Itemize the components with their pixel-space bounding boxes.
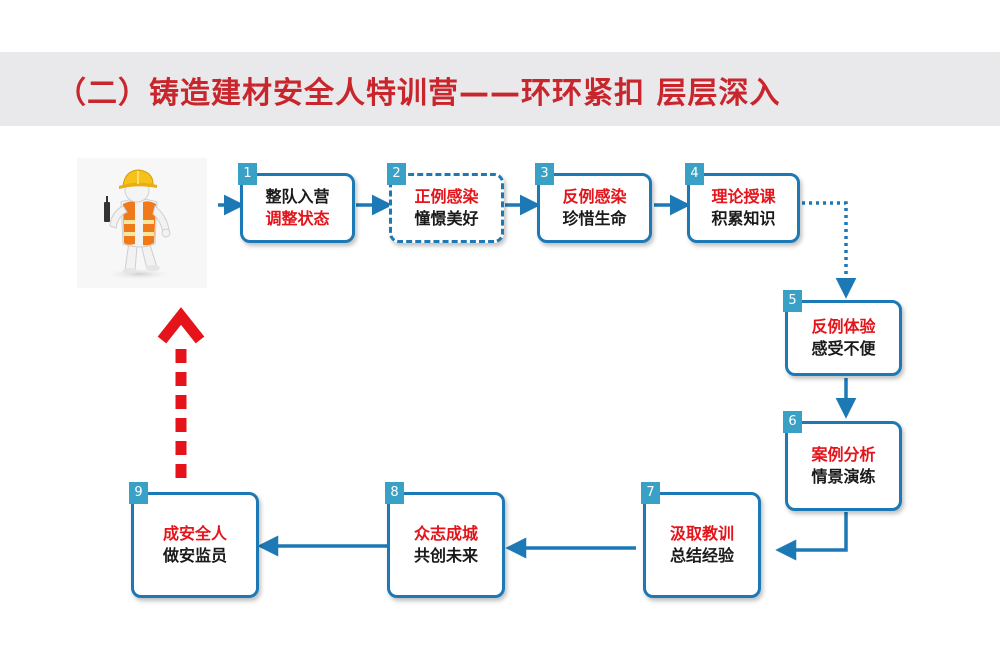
step-number-badge: 8 xyxy=(385,482,404,504)
step-subtitle: 做安监员 xyxy=(162,546,227,565)
step-title: 成安全人 xyxy=(162,524,227,543)
step-title: 理论授课 xyxy=(711,187,776,206)
step-subtitle: 感受不便 xyxy=(811,339,876,358)
arrow-6-to-7 xyxy=(775,512,848,561)
step-node-3: 3 反例感染 珍惜生命 xyxy=(535,163,652,243)
step-node-6: 6 案例分析 情景演练 xyxy=(783,411,902,511)
step-subtitle: 珍惜生命 xyxy=(562,209,627,228)
step-number-badge: 6 xyxy=(783,411,802,433)
step-subtitle: 憧憬美好 xyxy=(414,209,479,228)
step-title: 汲取教训 xyxy=(669,524,734,543)
step-number-badge: 1 xyxy=(238,163,257,185)
step-number-badge: 2 xyxy=(387,163,406,185)
step-title: 反例体验 xyxy=(811,317,876,336)
step-number-badge: 4 xyxy=(685,163,704,185)
step-title: 案例分析 xyxy=(811,445,876,464)
step-node-9: 9 成安全人 做安监员 xyxy=(129,482,259,598)
arrow-4-to-5 xyxy=(802,201,857,299)
step-subtitle: 积累知识 xyxy=(711,209,776,228)
step-title: 反例感染 xyxy=(562,187,627,206)
step-node-5: 5 反例体验 感受不便 xyxy=(783,290,902,376)
step-node-7: 7 汲取教训 总结经验 xyxy=(641,482,761,598)
step-node-4: 4 理论授课 积累知识 xyxy=(685,163,800,243)
step-number-badge: 3 xyxy=(535,163,554,185)
step-number-badge: 9 xyxy=(129,482,148,504)
construction-worker-icon xyxy=(77,158,207,288)
step-title: 整队入营 xyxy=(265,187,330,206)
step-node-2: 2 正例感染 憧憬美好 xyxy=(387,163,504,243)
step-title: 正例感染 xyxy=(414,187,479,206)
step-title: 众志成城 xyxy=(413,524,478,543)
title-band xyxy=(0,52,1000,126)
arrow-9-to-worker xyxy=(157,307,205,478)
step-node-8: 8 众志成城 共创未来 xyxy=(385,482,505,598)
page-title: （二）铸造建材安全人特训营——环环紧扣 层层深入 xyxy=(56,76,781,111)
step-subtitle: 总结经验 xyxy=(669,546,734,565)
step-number-badge: 7 xyxy=(641,482,660,504)
step-subtitle: 调整状态 xyxy=(265,209,330,228)
step-subtitle: 共创未来 xyxy=(413,546,478,565)
step-number-badge: 5 xyxy=(783,290,802,312)
step-node-1: 1 整队入营 调整状态 xyxy=(238,163,355,243)
step-subtitle: 情景演练 xyxy=(811,467,876,486)
